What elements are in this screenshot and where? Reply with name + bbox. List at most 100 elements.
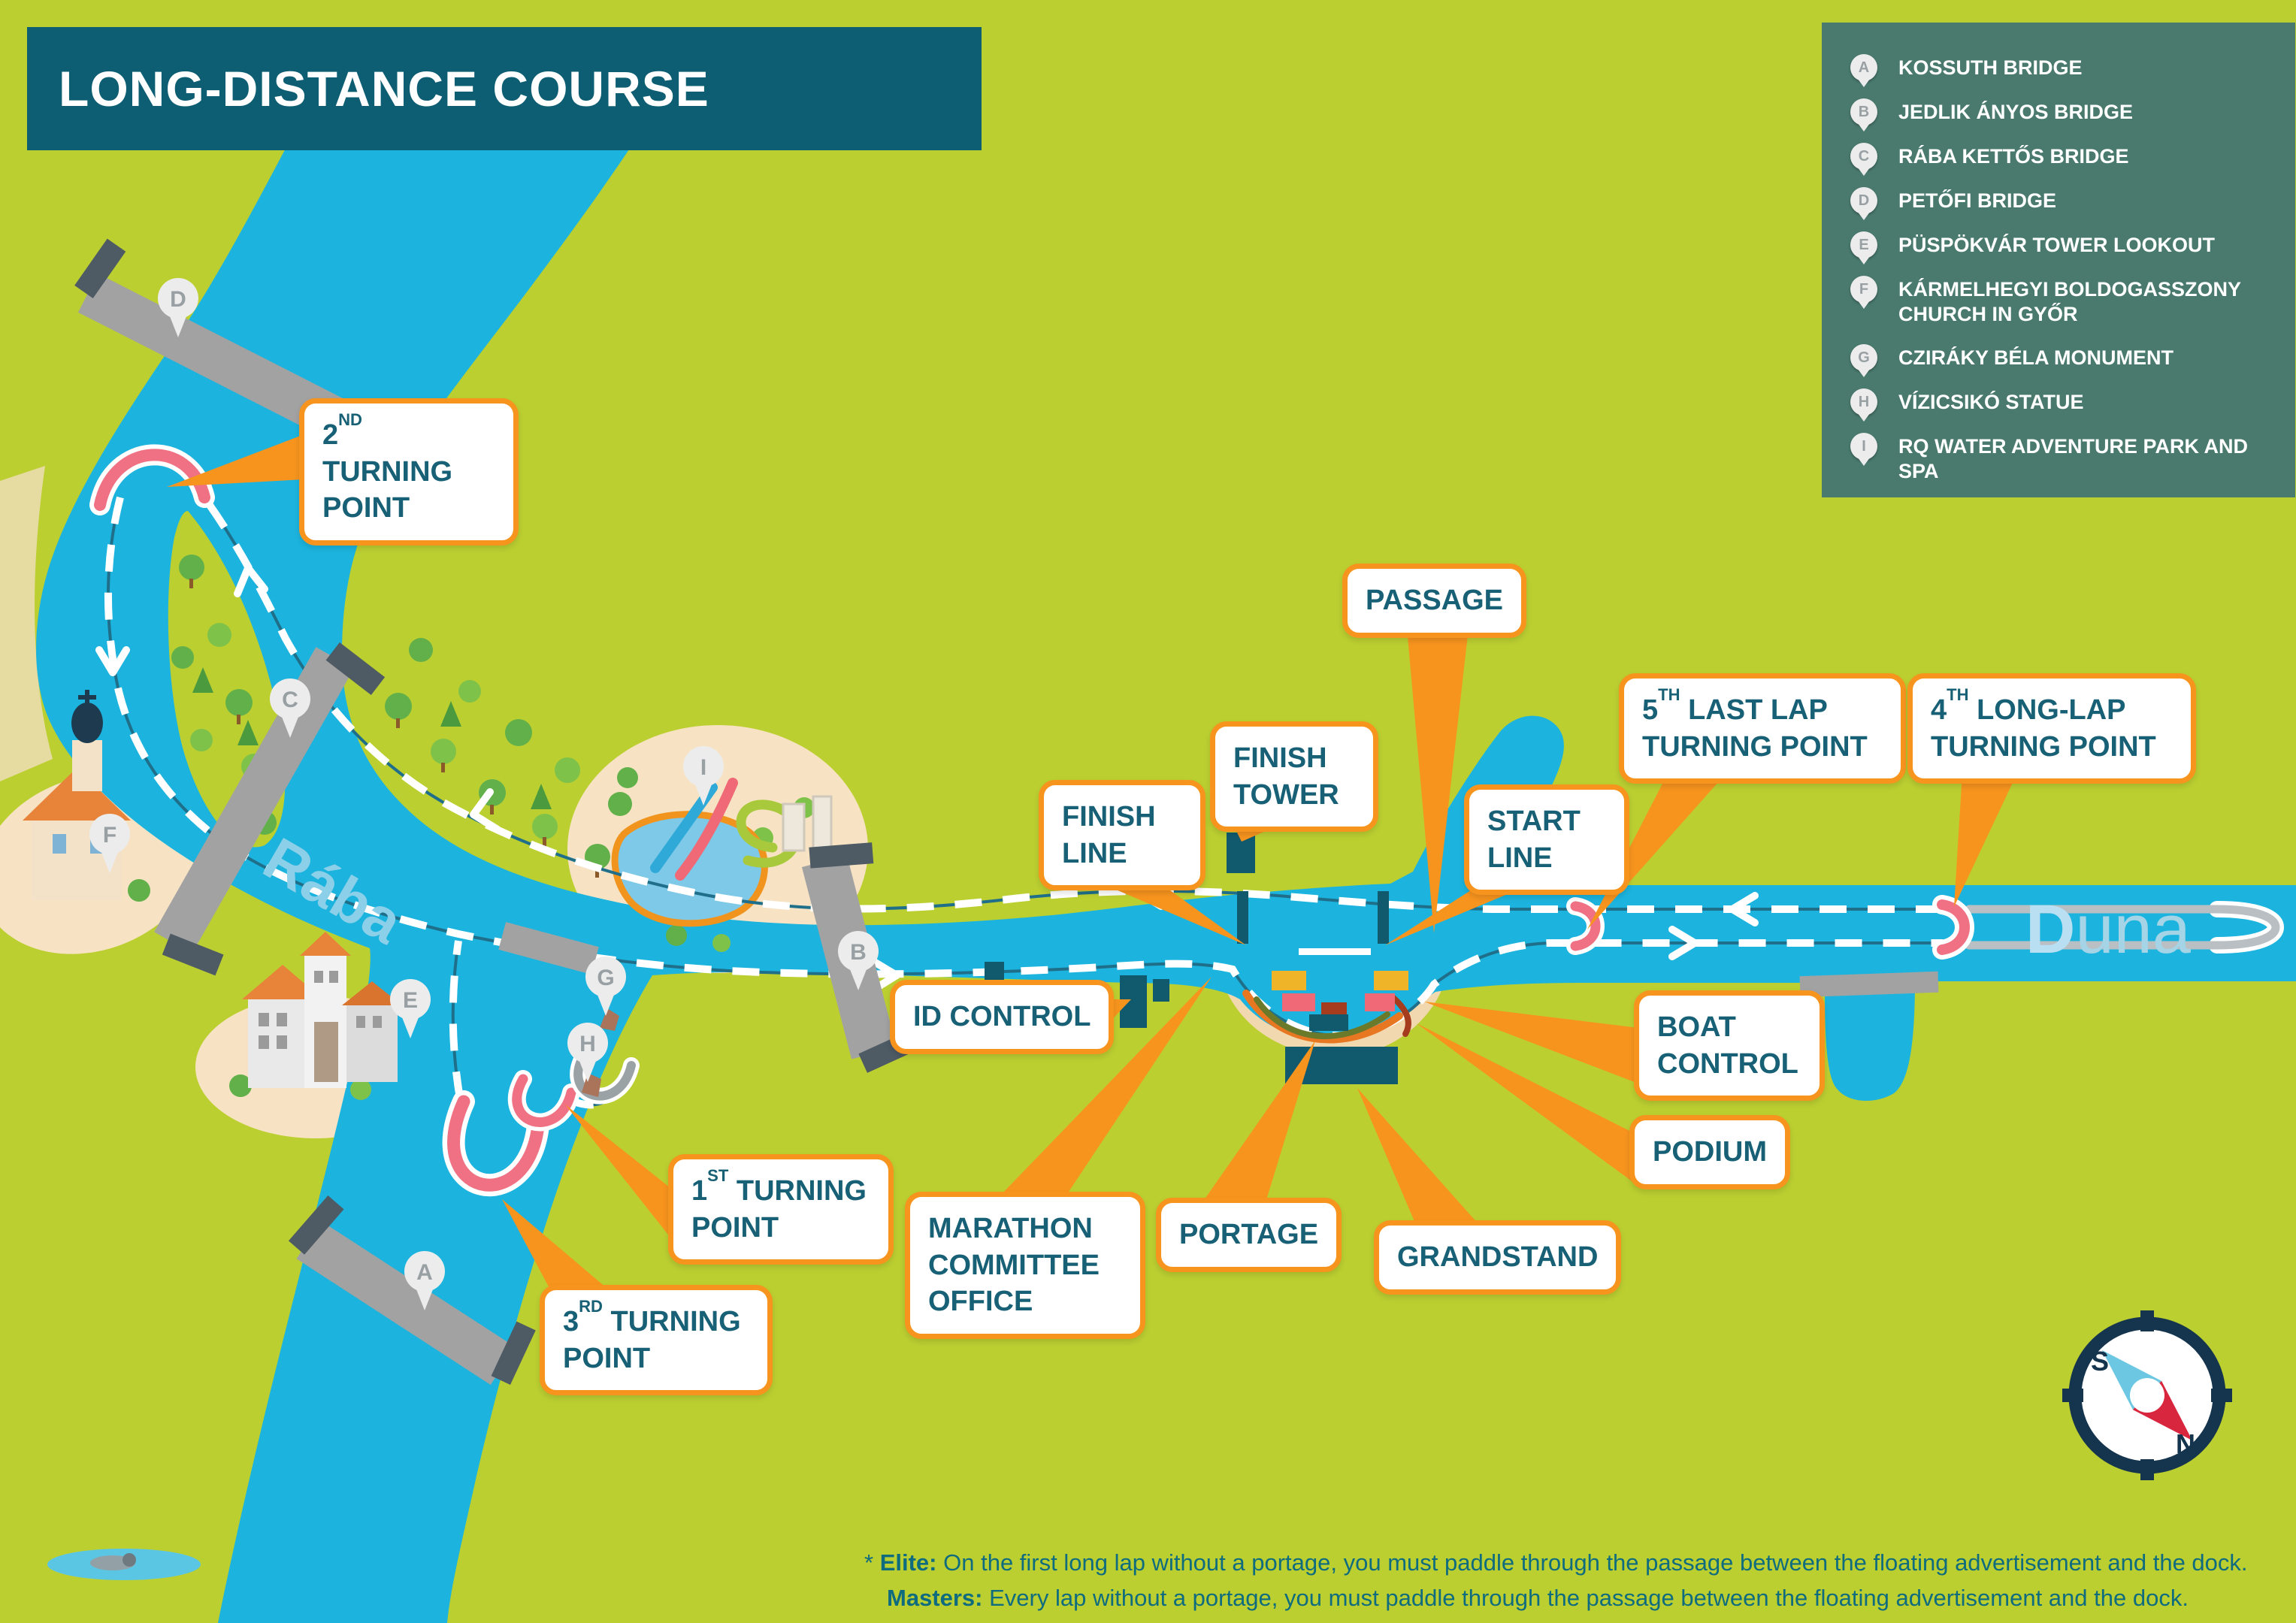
svg-text:F: F <box>103 823 116 848</box>
finish-line-post <box>1237 891 1248 944</box>
compass-rose: S N <box>2061 1309 2234 1482</box>
long-lap-loop <box>1965 901 2285 954</box>
slide-red <box>675 778 738 881</box>
map-pins: A B C D E F G H I <box>89 278 879 1310</box>
bridge-south-channel <box>1799 971 1939 998</box>
legend-item: A KOSSUTH BRIDGE <box>1850 54 2273 81</box>
turn5-marker <box>1570 901 1601 951</box>
page-title: LONG-DISTANCE COURSE <box>27 27 982 150</box>
compass-south-label: S <box>2091 1346 2109 1377</box>
callout-finish-tower: FINISH TOWER <box>1210 721 1378 833</box>
footnote: * Elite: On the first long lap without a… <box>864 1545 2285 1615</box>
map-pin-icon: A <box>1850 54 1877 81</box>
slide-tower <box>812 795 833 852</box>
footbridge-gh <box>498 922 599 975</box>
start-line-post <box>1378 891 1389 944</box>
callout-grandstand: GRANDSTAND <box>1374 1220 1622 1295</box>
map-pin-icon: H <box>1850 388 1877 416</box>
legend-panel: A KOSSUTH BRIDGE B JEDLIK ÁNYOS BRIDGE C RÁ… <box>1822 23 2295 497</box>
callout-4th-long-lap-turning-point: 4TH LONG-LAP TURNING POINT <box>1907 673 2196 784</box>
callout-2nd-turning-point: 2ND TURNING POINT <box>299 398 519 546</box>
map-pin-icon: G <box>1850 344 1877 371</box>
svg-text:A: A <box>416 1260 433 1285</box>
callout-5th-last-lap-turning-point: 5TH LAST LAP TURNING POINT <box>1619 673 1906 784</box>
callout-1st-turning-point: 1ST TURNING POINT <box>668 1154 894 1265</box>
kayak-icon <box>47 1549 201 1580</box>
map-pin-icon: C <box>1850 143 1877 170</box>
pointer-turn3 <box>502 1199 612 1292</box>
id-control-hut <box>1153 979 1169 1002</box>
callout-3rd-turning-point: 3RD TURNING POINT <box>540 1285 773 1396</box>
legend-item-label: VÍZICSIKÓ STATUE <box>1898 391 2084 413</box>
svg-text:I: I <box>700 755 706 780</box>
flag-pink <box>1282 993 1315 1011</box>
slide-tower <box>782 802 806 852</box>
compass-north-label: N <box>2176 1428 2195 1459</box>
legend-item-label: PETŐFI BRIDGE <box>1898 189 2057 212</box>
footnote-masters: Masters: Every lap without a portage, yo… <box>887 1585 2189 1611</box>
pointer-podium <box>1417 1023 1634 1183</box>
pointer-turn4 <box>1954 760 2023 907</box>
flag-pink <box>1365 993 1395 1011</box>
legend-item: C RÁBA KETTŐS BRIDGE <box>1850 143 2273 170</box>
flag-yellow <box>1374 971 1408 990</box>
legend-item: D PETŐFI BRIDGE <box>1850 187 2273 214</box>
callout-start-line: START LINE <box>1464 784 1629 896</box>
map-pin-i: I <box>683 746 724 805</box>
compass-icon: S N <box>2062 1310 2232 1480</box>
legend-item-label: JEDLIK ÁNYOS BRIDGE <box>1898 101 2134 123</box>
svg-text:B: B <box>850 940 867 965</box>
legend-item-label: KOSSUTH BRIDGE <box>1898 56 2083 79</box>
map-pin-icon: E <box>1850 231 1877 258</box>
bridge-a <box>288 1195 536 1386</box>
legend-item: I RQ WATER ADVENTURE PARK AND SPA <box>1850 433 2273 484</box>
legend-item-label: KÁRMELHEGYI BOLDOGASSZONY CHURCH IN GYŐR <box>1898 278 2241 325</box>
pointer-grandstand <box>1357 1088 1479 1225</box>
legend-item: E PÜSPÖKVÁR TOWER LOOKOUT <box>1850 231 2273 258</box>
tower-lookout-building <box>242 932 402 1088</box>
podium-structure <box>1309 1014 1348 1031</box>
map-pin-d: D <box>158 278 198 337</box>
map-pin-f: F <box>89 814 130 873</box>
bridge-c <box>154 642 386 976</box>
map-pin-icon: I <box>1850 433 1877 460</box>
callout-id-control: ID CONTROL <box>890 980 1115 1054</box>
turn3-marker <box>447 1095 545 1192</box>
pointer-finish-line <box>1081 875 1246 945</box>
pointer-passage <box>1407 628 1469 933</box>
callout-portage: PORTAGE <box>1156 1198 1342 1272</box>
legend-item-label: PÜSPÖKVÁR TOWER LOOKOUT <box>1898 234 2216 256</box>
river-water <box>36 68 2296 1623</box>
map-pin-h: H <box>567 1023 608 1082</box>
turn4-marker <box>1937 899 1970 955</box>
svg-text:G: G <box>597 966 614 990</box>
tent-rust <box>1321 1002 1347 1014</box>
legend-item-label: RÁBA KETTŐS BRIDGE <box>1898 145 2129 168</box>
legend-item: H VÍZICSIKÓ STATUE <box>1850 388 2273 416</box>
callout-podium: PODIUM <box>1629 1115 1790 1189</box>
legend-item: B JEDLIK ÁNYOS BRIDGE <box>1850 98 2273 125</box>
pointer-turn2 <box>167 434 304 487</box>
map-pin-a: A <box>404 1251 445 1310</box>
svg-text:D: D <box>170 287 186 312</box>
callout-finish-line: FINISH LINE <box>1039 780 1205 891</box>
pointer-portage <box>1202 1041 1315 1202</box>
svg-text:H: H <box>579 1032 596 1056</box>
legend-item-label: RQ WATER ADVENTURE PARK AND SPA <box>1898 435 2248 482</box>
portage-track-inner <box>1254 996 1390 1039</box>
footnote-elite: * Elite: On the first long lap without a… <box>864 1549 2248 1576</box>
floating-dock <box>1299 948 1371 955</box>
flag-yellow <box>1272 971 1306 990</box>
venue <box>985 833 1411 1084</box>
map-pin-g: G <box>585 957 626 1016</box>
turn1-marker <box>512 1074 576 1127</box>
trees <box>128 555 815 1100</box>
portage-track-end <box>1390 995 1411 1037</box>
map-pin-icon: D <box>1850 187 1877 214</box>
map-pin-icon: B <box>1850 98 1877 125</box>
callout-marathon-committee-office: MARATHON COMMITTEE OFFICE <box>905 1192 1145 1339</box>
slide-green <box>736 799 802 868</box>
